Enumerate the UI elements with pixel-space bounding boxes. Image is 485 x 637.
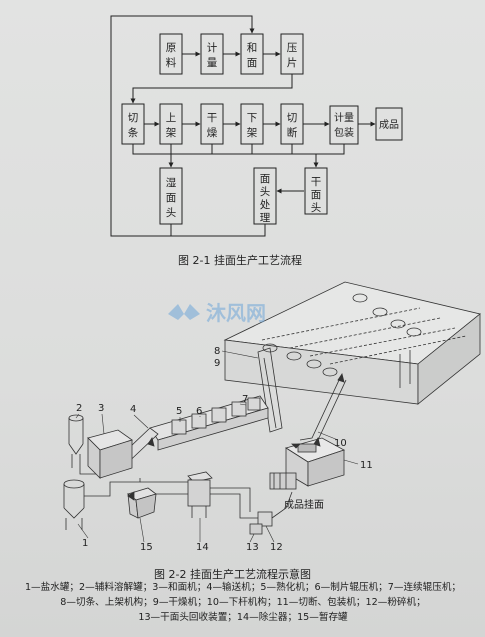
box-measure-label-2: 量 [207,57,218,69]
box-drytail [304,167,328,215]
product-label: 成品挂面 [284,498,324,511]
legend-line-1: 1—盐水罐；2—辅料溶解罐；3—和面机；4—输送机；5—熟化机；6—制片辊压机；… [24,582,462,593]
label-12: 12 [270,542,283,553]
box-raw-label-2: 料 [166,56,177,69]
box-dry-label-2: 燥 [207,127,218,139]
schematic-figure-2-2: 沐风网 1 2 3 4 5 6 7 8 9 10 11 12 13 14 15 … [63,281,481,553]
label-2: 2 [76,403,82,414]
label-15: 15 [140,542,153,553]
box-headproc-label-3: 处 [260,199,271,211]
label-3: 3 [98,403,104,414]
legend-line-3: 13—干面头回收装置；14—除尘器；15—暂存罐 [138,612,348,623]
box-wet-label-2: 面 [166,192,177,204]
box-rack-label-1: 上 [166,112,177,124]
label-1: 1 [82,538,88,549]
label-9: 9 [214,358,220,369]
label-14: 14 [196,542,209,553]
box-drytail-label-1: 干 [311,176,322,188]
label-8: 8 [214,346,220,357]
box-pack-label-1: 计量 [334,111,354,124]
watermark-text: 沐风网 [206,301,266,325]
box-wet-label-3: 头 [166,207,177,219]
box-dry-label-1: 干 [207,112,218,124]
box-unrack-label-1: 下 [247,112,258,124]
box-product-label: 成品 [379,119,399,131]
box-cutoff-label-1: 切 [287,112,298,124]
box-mix-label-1: 和 [247,42,258,54]
label-11: 11 [360,460,373,471]
box-pack-label-2: 包装 [334,126,354,139]
figure-2-2-caption: 图 2-2 挂面生产工艺流程示意图 [154,568,311,581]
box-cut-label-1: 切 [128,112,139,124]
box-drytail-label-3: 头 [311,202,322,214]
box-drytail-label-2: 面 [311,189,322,201]
box-cut-label-2: 条 [128,126,139,139]
label-13: 13 [246,542,259,553]
label-6: 6 [196,406,202,417]
box-rack-label-2: 架 [166,127,177,139]
label-7: 7 [242,394,248,405]
watermark: 沐风网 [168,301,266,325]
box-wet-label-1: 湿 [166,177,177,189]
box-mix-label-2: 面 [247,57,258,69]
box-headproc-label-4: 理 [260,212,271,224]
box-press-label-2: 片 [287,56,298,69]
box-unrack-label-2: 架 [247,127,258,139]
label-10: 10 [334,438,347,449]
figure-legend: 1—盐水罐；2—辅料溶解罐；3—和面机；4—输送机；5—熟化机；6—制片辊压机；… [4,580,482,625]
box-headproc-label-1: 面 [260,173,271,185]
label-4: 4 [130,404,136,415]
box-headproc-label-2: 头 [260,186,271,198]
box-cutoff-label-2: 断 [287,126,298,139]
flowchart-figure-2-1: 原 料 计 量 和 面 压 片 切 条 上 架 干 燥 下 架 切 断 计量 包… [110,15,403,237]
figure-2-1-caption: 图 2-1 挂面生产工艺流程 [178,254,302,267]
box-press-label-1: 压 [287,42,298,54]
box-raw-label-1: 原 [166,42,177,54]
box-measure-label-1: 计 [207,41,218,54]
box-product [375,107,403,141]
label-5: 5 [176,406,182,417]
legend-line-2: 8—切条、上架机构；9—干燥机；10—下杆机构；11—切断、包装机；12—粉碎机… [60,597,426,608]
